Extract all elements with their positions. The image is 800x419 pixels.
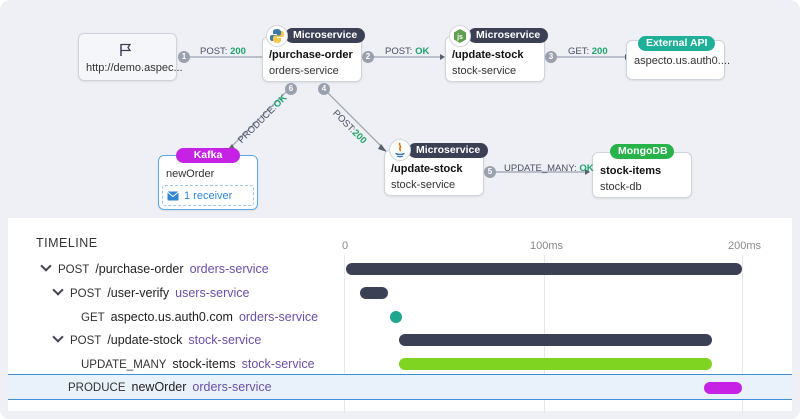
start-url: http://demo.aspec... [86,62,183,74]
microservice-badge: Microservice [285,28,366,43]
row-method: POST [58,264,90,276]
tick-label: 200ms [728,240,762,252]
edge-verb: UPDATE_MANY: [504,163,577,174]
microservice-badge: Microservice [408,143,489,158]
row-method: POST [70,288,102,300]
timeline-axis-start [344,255,345,413]
row-method: PRODUCE [68,382,126,394]
node-service: stock-service [452,65,517,77]
row-label: GET aspecto.us.auth0.com orders-service [81,310,318,324]
mongodb-node[interactable]: stock-items stock-db [592,152,692,198]
tick-label: 0 [342,240,349,252]
edge-number-4: 4 [318,83,330,95]
span-bar[interactable] [399,358,713,370]
nodejs-icon: js [449,25,471,47]
mongodb-badge: MongoDB [610,144,674,159]
edge-number-3: 3 [545,51,557,63]
node-title: /update-stock [452,49,524,61]
flag-icon [120,43,132,57]
row-path: stock-items [172,357,236,371]
edge-label-3: GET: 200 [568,46,608,57]
row-label: PRODUCE newOrder orders-service [68,380,272,394]
row-path: newOrder [131,380,187,394]
row-path: /update-stock [107,333,183,347]
timeline-row-selected[interactable]: PRODUCE newOrder orders-service [8,377,792,399]
row-service: users-service [175,286,250,300]
span-dot[interactable] [389,311,402,323]
receivers-label: 1 receiver [184,190,233,202]
row-label: POST/user-verify users-service [52,284,250,300]
kafka-topic: newOrder [166,168,215,180]
start-node[interactable]: http://demo.aspec... [78,33,183,81]
row-method: POST [70,335,102,347]
python-icon [266,25,288,47]
row-service: stock-service [241,357,315,371]
span-bar[interactable] [346,263,742,275]
row-service: orders-service [189,262,269,276]
timeline-row[interactable]: POST/purchase-order orders-service [8,259,792,281]
chevron-down-icon[interactable] [52,331,64,343]
row-label: UPDATE_MANY stock-items stock-service [81,357,315,371]
row-method: GET [81,312,105,324]
timeline-row[interactable]: POST/update-stock stock-service [8,330,792,352]
timeline-row[interactable]: UPDATE_MANY stock-items stock-service [8,354,792,376]
edge-status: OK [579,163,594,174]
row-label: POST/update-stock stock-service [52,331,262,347]
node-title: /update-stock [391,163,463,175]
node-service: stock-service [391,179,456,191]
row-service: orders-service [238,310,319,324]
edge-label-1: POST: 200 [200,46,246,57]
external-api-badge: External API [638,36,716,51]
row-path: /purchase-order [95,262,184,276]
row-method: UPDATE_MANY [81,359,167,371]
selected-row-highlight [8,374,792,400]
receivers-box[interactable]: 1 receiver [162,185,254,206]
tick-label: 100ms [530,240,564,252]
row-service: stock-service [188,333,262,347]
row-path: aspecto.us.auth0.com [110,310,233,324]
mongo-collection: stock-items [600,165,662,177]
kafka-node[interactable]: newOrder 1 receiver [158,155,258,210]
microservice-badge: Microservice [468,28,549,43]
edge-number-2: 2 [362,51,374,63]
kafka-badge: Kafka [176,148,240,163]
edge-status: OK [415,46,430,57]
span-bar[interactable] [704,382,742,394]
api-host: aspecto.us.auth0.... [634,55,731,67]
mongo-db: stock-db [600,181,642,193]
node-service: orders-service [269,65,339,77]
edge-status: 200 [591,46,608,57]
edge-label-2: POST: OK [385,46,429,57]
timeline-title: TIMELINE [36,236,98,250]
gridline-200ms [742,255,743,413]
edge-number-6: 6 [285,83,297,95]
span-bar[interactable] [399,334,713,346]
java-icon [389,139,411,161]
timeline-row[interactable]: POST/user-verify users-service [8,283,792,305]
svg-text:js: js [456,34,463,41]
edge-label-5: UPDATE_MANY: OK [504,163,594,174]
edge-verb: GET: [568,46,590,57]
node-title: /purchase-order [269,49,353,61]
row-label: POST/purchase-order orders-service [40,260,269,276]
edge-status: 200 [230,46,246,57]
row-service: orders-service [192,380,272,394]
span-bar[interactable] [359,287,388,299]
edge-verb: POST: [385,46,413,57]
timeline-row[interactable]: GET aspecto.us.auth0.com orders-service [8,307,792,329]
row-path: /user-verify [107,286,170,300]
edge-verb: POST: [200,46,228,57]
edge-number-5: 5 [484,166,496,178]
envelope-icon [167,191,179,204]
edge-number-1: 1 [178,51,190,63]
chevron-down-icon[interactable] [40,260,52,272]
chevron-down-icon[interactable] [52,284,64,296]
